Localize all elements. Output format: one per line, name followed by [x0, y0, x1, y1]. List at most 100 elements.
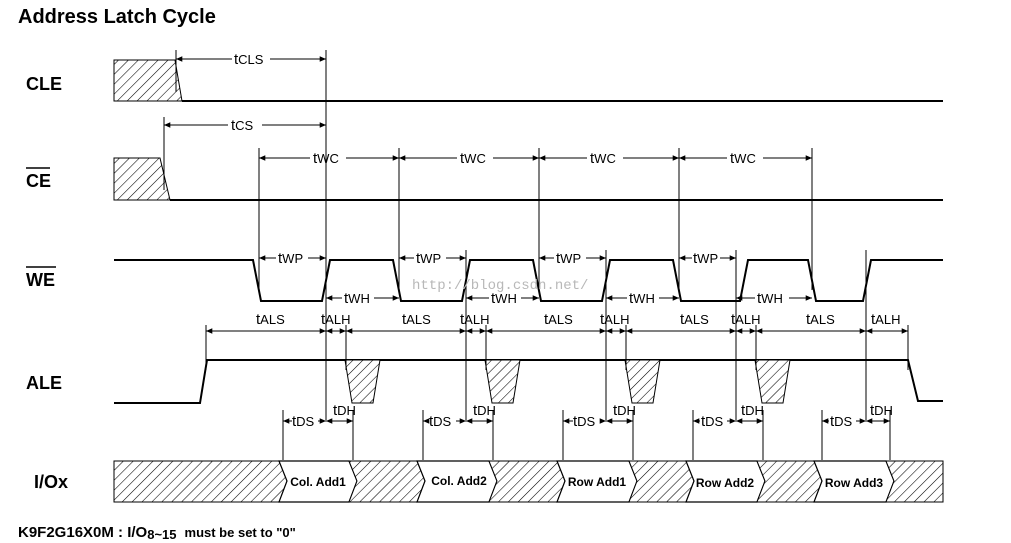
bus-label-col-add2: Col. Add2: [431, 474, 487, 488]
tdh-annotation-5: tDH: [866, 402, 893, 424]
twc-annotation-3: tWC: [539, 150, 679, 167]
twc-annotation-2: tWC: [399, 150, 539, 167]
twc-t-4: t: [730, 150, 735, 167]
twh-annotation-1: tWH: [326, 290, 399, 307]
tcls-t: t: [234, 51, 239, 68]
tdh-annotation-4: tDH: [736, 402, 764, 424]
svg-text:tALS: tALS: [402, 311, 431, 328]
cle-waveform: [113, 59, 943, 102]
twh-t-4: t: [757, 290, 762, 307]
tals-annotation-3: tALS: [486, 311, 606, 334]
twh-label-4: WH: [761, 291, 783, 306]
tdh-label-3: DH: [617, 403, 636, 418]
twc-label-4: WC: [734, 151, 756, 166]
twh-annotation-3: tWH: [606, 290, 679, 307]
tds-label-3: DS: [577, 414, 595, 429]
tals-annotation-2: t ALS: [346, 311, 466, 334]
tals-t-4: t: [680, 311, 685, 328]
svg-text:tWC: tWC: [590, 150, 616, 167]
talh-annotation-4: tALH: [731, 311, 760, 334]
talh-label-5: ALH: [875, 312, 900, 327]
talh-label-1: ALH: [325, 312, 350, 327]
svg-text:tWH: tWH: [629, 290, 655, 307]
tdh-t-1: t: [333, 402, 338, 419]
twp-t-1: t: [278, 250, 283, 267]
svg-text:tWH: tWH: [491, 290, 517, 307]
tdh-annotation-2: tDH: [466, 402, 496, 424]
twh-t-1: t: [344, 290, 349, 307]
talh-annotation-5: tALH: [866, 311, 908, 334]
twp-t-3: t: [556, 250, 561, 267]
twc-annotation-4: tWC: [679, 150, 812, 167]
svg-text:tWH: tWH: [757, 290, 783, 307]
svg-text:tWC: tWC: [313, 150, 339, 167]
ale-signal-label: ALE: [26, 373, 62, 393]
timing-reference-lines: [163, 50, 909, 460]
twh-label-2: WH: [495, 291, 517, 306]
twc-label-2: WC: [464, 151, 486, 166]
svg-text:tDS: tDS: [429, 413, 452, 430]
talh-annotation-2: tALH: [460, 311, 489, 334]
talh-annotation-1: tALH: [321, 311, 350, 334]
svg-text:tWC: tWC: [730, 150, 756, 167]
svg-text:tALH: tALH: [600, 311, 629, 328]
svg-text:tALS: tALS: [680, 311, 709, 328]
svg-text:tDS: tDS: [292, 413, 315, 430]
twp-annotation-4: tWP: [679, 250, 736, 267]
tds-annotation-2: tDS: [423, 413, 466, 430]
twc-t-1: t: [313, 150, 318, 167]
tds-annotation-4: tDS: [693, 413, 736, 430]
bus-label-col-add1: Col. Add1: [290, 475, 346, 489]
twc-t-3: t: [590, 150, 595, 167]
bus-label-row-add3: Row Add3: [825, 476, 884, 490]
tdh-label-5: DH: [874, 403, 893, 418]
svg-text:tWP: tWP: [416, 250, 441, 267]
tcs-annotation: tCS: [164, 117, 326, 134]
svg-text:tDH: tDH: [613, 402, 636, 419]
ce-signal-label: CE: [26, 171, 51, 191]
svg-text:tALS: tALS: [256, 311, 285, 328]
footer-range: 8~15: [147, 527, 176, 542]
talh-t-1: t: [321, 311, 326, 328]
svg-text:tWP: tWP: [278, 250, 303, 267]
bus-label-row-add2: Row Add2: [696, 476, 755, 490]
twp-label-2: WP: [420, 251, 441, 266]
svg-text:tDH: tDH: [473, 402, 496, 419]
tdh-label-2: DH: [477, 403, 496, 418]
svg-text:tWP: tWP: [693, 250, 718, 267]
tdh-t-4: t: [741, 402, 746, 419]
svg-text:tWP: tWP: [556, 250, 581, 267]
tds-label-2: DS: [433, 414, 451, 429]
bus-label-row-add1: Row Add1: [568, 475, 627, 489]
svg-text:tALH: tALH: [321, 311, 350, 328]
tals-label-1: ALS: [260, 312, 285, 327]
tds-label-5: DS: [834, 414, 852, 429]
tals-label-3: ALS: [548, 312, 573, 327]
twp-label-3: WP: [560, 251, 581, 266]
svg-text:tWH: tWH: [344, 290, 370, 307]
talh-t-2: t: [460, 311, 465, 328]
tals-t-1: t: [256, 311, 261, 328]
svg-text:tCS: tCS: [231, 117, 254, 134]
tals-label-2: ALS: [406, 312, 431, 327]
tals-t-5: t: [806, 311, 811, 328]
talh-t-4: t: [731, 311, 736, 328]
diagram-title: Address Latch Cycle: [18, 6, 216, 28]
svg-text:tWC: tWC: [460, 150, 486, 167]
twh-t-3: t: [629, 290, 634, 307]
tdh-t-3: t: [613, 402, 618, 419]
talh-label-4: ALH: [735, 312, 760, 327]
ale-waveform: [114, 359, 943, 404]
tals-t-3: t: [544, 311, 549, 328]
tdh-t-2: t: [473, 402, 478, 419]
we-signal-label: WE: [26, 270, 55, 290]
twh-t-2: t: [491, 290, 496, 307]
svg-text:tCLS: tCLS: [234, 51, 264, 68]
tals-annotation-5: tALS: [756, 311, 866, 334]
tcs-t: t: [231, 117, 236, 134]
twc-annotation-1: tWC: [259, 150, 399, 167]
svg-text:tALS: tALS: [806, 311, 835, 328]
tds-t-3: t: [573, 413, 578, 430]
